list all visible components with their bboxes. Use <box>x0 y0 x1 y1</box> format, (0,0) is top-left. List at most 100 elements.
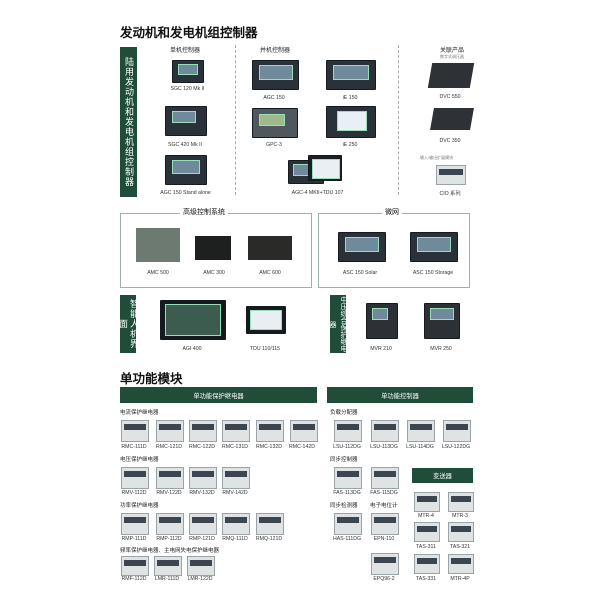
fas115dg-caption: FAS-115DG <box>370 490 398 496</box>
fas115dg-module[interactable] <box>371 467 399 489</box>
rmc121d-module[interactable] <box>156 420 184 442</box>
related-sub1: 数字式调压器 <box>440 54 464 59</box>
lsu114dg-module[interactable] <box>407 420 435 442</box>
parallel-controllers-title: 并机控制器 <box>260 48 291 54</box>
ie150-device[interactable] <box>326 60 376 90</box>
agc4-tdu-caption: AGC-4 MKII+TDU 107 <box>291 190 344 196</box>
current-protection-title: 电流保护继电器 <box>120 410 159 416</box>
single-function-title: 单功能模块 <box>120 372 183 386</box>
lsu113dg-module[interactable] <box>371 420 399 442</box>
mtr4p-module[interactable] <box>448 554 474 574</box>
rmv142d-module[interactable] <box>222 467 250 489</box>
sgc120-device[interactable] <box>172 60 204 83</box>
amc300-device[interactable] <box>195 236 231 260</box>
rmc131d-module[interactable] <box>222 420 250 442</box>
rmv142d-caption: RMV-142D <box>222 490 248 496</box>
related-title: 关联产品 <box>440 48 465 54</box>
gpc3-device[interactable] <box>252 108 298 138</box>
mtr3-module[interactable] <box>448 492 474 512</box>
tdu107-device[interactable] <box>308 155 342 181</box>
rmv112d-module[interactable] <box>121 467 149 489</box>
rmf112d-caption: RMF-112D <box>121 576 147 582</box>
asc-storage-device[interactable] <box>410 232 458 262</box>
rmc122d-module[interactable] <box>189 420 217 442</box>
lmr122d-caption: LMR-122D <box>187 576 213 582</box>
rmc122d-caption: RMC-122D <box>189 444 215 450</box>
fas113dg-module[interactable] <box>334 467 362 489</box>
rmp121d-module[interactable] <box>189 513 217 535</box>
rmc111d-module[interactable] <box>121 420 149 442</box>
epn110-caption: EPN-110 <box>373 536 395 542</box>
rmq111d-module[interactable] <box>222 513 250 535</box>
asc-solar-device[interactable] <box>338 232 386 262</box>
mtr3-caption: MTR-3 <box>452 513 468 519</box>
epq96-module[interactable] <box>371 553 399 575</box>
rmq111d-caption: RMQ-111D <box>222 536 248 542</box>
sgc420-caption: SGC 420 Mk II <box>167 142 203 148</box>
amc500-device[interactable] <box>136 228 180 262</box>
amc500-caption: AMC 500 <box>147 270 169 276</box>
voltage-protection-title: 电压保护继电器 <box>120 457 159 463</box>
rmv132d-module[interactable] <box>189 467 217 489</box>
ie250-device[interactable] <box>326 106 376 138</box>
rmp112d-caption: RMP-112D <box>156 536 182 542</box>
synchronizer-title: 同步控制器 <box>330 457 358 463</box>
agc150-standalone-device[interactable] <box>165 155 207 185</box>
page-title: 发动机和发电机组控制器 <box>120 26 258 40</box>
rmc132d-module[interactable] <box>256 420 284 442</box>
agi400-device[interactable] <box>160 300 226 340</box>
asc-storage-caption: ASC 150 Storage <box>412 270 454 276</box>
epq96-caption: EPQ96-2 <box>373 576 395 582</box>
rmc111d-caption: RMC-111D <box>121 444 147 450</box>
fas113dg-caption: FAS-113DG <box>333 490 361 496</box>
tas331-module[interactable] <box>414 554 440 574</box>
mvr210-device[interactable] <box>366 303 398 339</box>
single-function-controller-bar: 单功能控制器 <box>327 387 473 403</box>
rmc142d-module[interactable] <box>290 420 318 442</box>
rmv132d-caption: RMV-132D <box>189 490 215 496</box>
potentiometer-title: 电子电位计 <box>370 503 398 509</box>
rmq121d-module[interactable] <box>256 513 284 535</box>
cio-device[interactable] <box>436 165 466 185</box>
related-sub2: 输入/输出扩展模块 <box>420 155 454 160</box>
agi400-caption: AGI 400 <box>182 346 202 352</box>
sgc420-device[interactable] <box>165 106 207 136</box>
mtr4p-caption: MTR-4P <box>450 576 470 582</box>
mv-relay-bar: 中压综合保护继电器 <box>329 295 347 353</box>
rmc132d-caption: RMC-132D <box>256 444 282 450</box>
rmc142d-caption: RMC-142D <box>289 444 315 450</box>
asc-solar-caption: ASC 150 Solar <box>342 270 378 276</box>
amc600-caption: AMC 600 <box>259 270 281 276</box>
sync-check-title: 同步检测器 <box>330 503 358 509</box>
dvc350-device[interactable] <box>430 108 474 130</box>
rmf112d-module[interactable] <box>121 556 149 576</box>
rmp111d-module[interactable] <box>121 513 149 535</box>
tdu110-caption: TDU 110/115 <box>249 346 281 352</box>
land-controllers-bar: 陆用发动机和发电机组控制器 <box>120 47 137 197</box>
dvc350-caption: DVC 350 <box>439 138 461 144</box>
tas321-module[interactable] <box>448 522 474 542</box>
agc150-device[interactable] <box>252 60 299 90</box>
lmr122d-module[interactable] <box>187 556 215 576</box>
tdu110-device[interactable] <box>246 306 286 334</box>
rmp112d-module[interactable] <box>156 513 184 535</box>
hmi-bar: 智能人机界面 <box>118 295 139 353</box>
amc600-device[interactable] <box>248 236 292 260</box>
has111dg-module[interactable] <box>334 513 362 535</box>
lsu112dg-module[interactable] <box>334 420 362 442</box>
tas311-module[interactable] <box>414 522 440 542</box>
lsu122dg-module[interactable] <box>443 420 471 442</box>
mtr4-module[interactable] <box>414 492 440 512</box>
lsu114dg-caption: LSU-114DG <box>406 444 434 450</box>
sgc120-caption: SGC 120 Mk II <box>170 86 205 92</box>
dvc550-device[interactable] <box>427 63 475 88</box>
lsu112dg-caption: LSU-112DG <box>333 444 361 450</box>
mvr250-device[interactable] <box>424 303 460 339</box>
rmp111d-caption: RMP-111D <box>121 536 147 542</box>
tas331-caption: TAS-331 <box>415 576 437 582</box>
lmr111d-module[interactable] <box>154 556 182 576</box>
agc150-caption: AGC 150 <box>263 95 285 101</box>
mvr210-caption: MVR 210 <box>370 346 392 352</box>
rmv122d-module[interactable] <box>156 467 184 489</box>
epn110-module[interactable] <box>371 513 399 535</box>
